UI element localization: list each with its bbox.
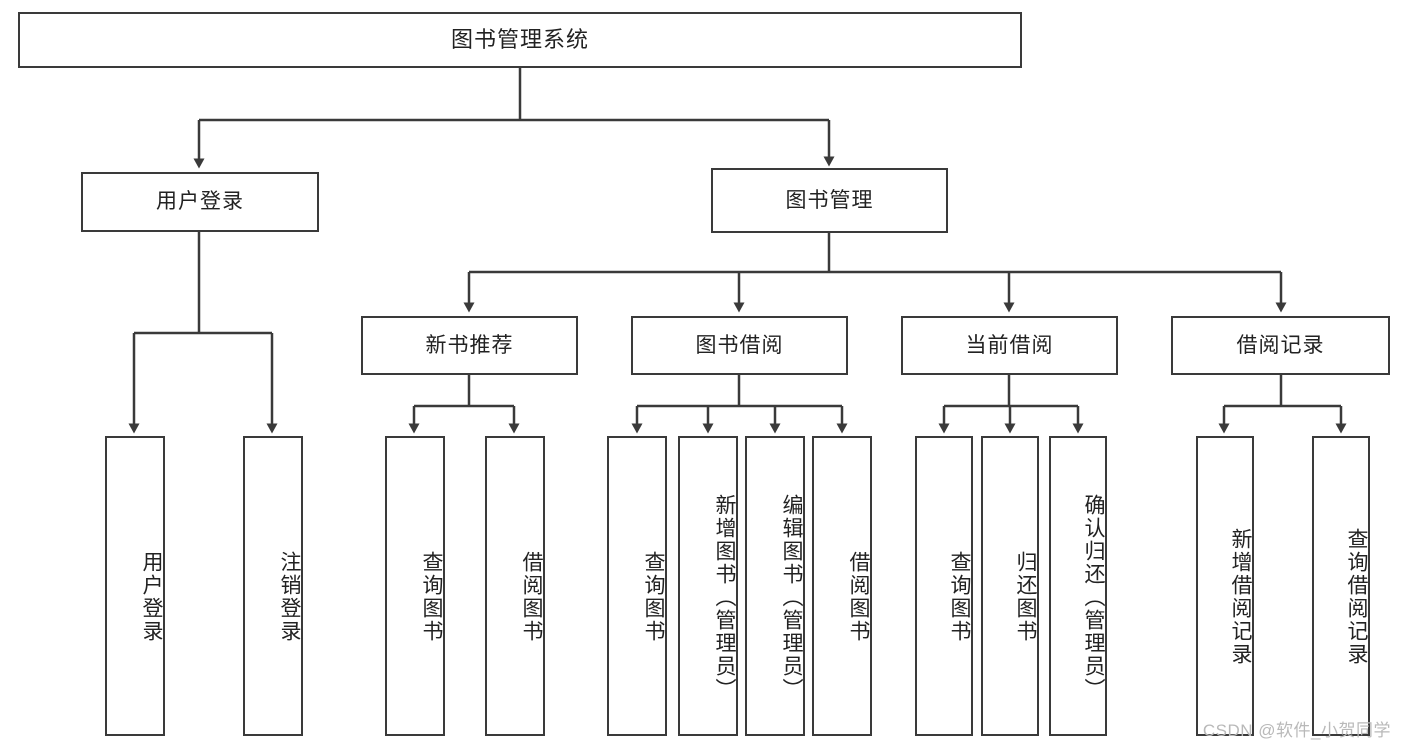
node-label: 借阅记录 xyxy=(1236,333,1325,357)
node-book-management[interactable]: 图书管理 xyxy=(711,168,948,233)
node-label: 查询借阅记录 xyxy=(1345,528,1368,666)
node-new-book-recommend[interactable]: 新书推荐 xyxy=(361,316,578,375)
node-leaf-confirm-return-admin[interactable]: 确认归还（管理员） xyxy=(1049,436,1107,736)
node-label: 借阅图书 xyxy=(520,551,543,643)
node-leaf-user-login[interactable]: 用户登录 xyxy=(105,436,165,736)
node-book-borrow[interactable]: 图书借阅 xyxy=(631,316,848,375)
node-label: 新增图书（管理员） xyxy=(713,493,736,701)
node-label: 用户登录 xyxy=(156,190,244,214)
node-label: 图书管理 xyxy=(785,188,874,212)
node-leaf-query-book-current[interactable]: 查询图书 xyxy=(915,436,973,736)
node-leaf-borrow-book[interactable]: 借阅图书 xyxy=(812,436,872,736)
node-label: 归还图书 xyxy=(1014,551,1037,643)
node-leaf-add-book-admin[interactable]: 新增图书（管理员） xyxy=(678,436,738,736)
node-leaf-edit-book-admin[interactable]: 编辑图书（管理员） xyxy=(745,436,805,736)
node-leaf-logout[interactable]: 注销登录 xyxy=(243,436,303,736)
node-leaf-query-borrow-record[interactable]: 查询借阅记录 xyxy=(1312,436,1370,736)
csdn-watermark: CSDN @软件_小贺同学 xyxy=(1202,721,1391,740)
node-user-login[interactable]: 用户登录 xyxy=(81,172,319,232)
node-leaf-borrow-book-recommend[interactable]: 借阅图书 xyxy=(485,436,545,736)
node-label: 图书借阅 xyxy=(695,333,784,357)
node-label: 用户登录 xyxy=(140,551,163,643)
node-label: 图书管理系统 xyxy=(450,26,589,52)
node-current-borrow[interactable]: 当前借阅 xyxy=(901,316,1118,375)
node-label: 查询图书 xyxy=(420,551,443,643)
node-label: 注销登录 xyxy=(278,551,301,643)
node-leaf-query-book-recommend[interactable]: 查询图书 xyxy=(385,436,445,736)
node-label: 新书推荐 xyxy=(425,333,514,357)
node-label: 查询图书 xyxy=(948,551,971,643)
node-label: 确认归还（管理员） xyxy=(1082,493,1105,701)
node-leaf-return-book[interactable]: 归还图书 xyxy=(981,436,1039,736)
node-label: 当前借阅 xyxy=(965,333,1054,357)
node-label: 查询图书 xyxy=(642,551,665,643)
node-label: 新增借阅记录 xyxy=(1229,528,1252,666)
node-borrow-record[interactable]: 借阅记录 xyxy=(1171,316,1390,375)
node-root-book-management-system[interactable]: 图书管理系统 xyxy=(18,12,1022,68)
node-leaf-add-borrow-record[interactable]: 新增借阅记录 xyxy=(1196,436,1254,736)
node-leaf-query-book-borrow[interactable]: 查询图书 xyxy=(607,436,667,736)
node-label: 借阅图书 xyxy=(847,551,870,643)
node-label: 编辑图书（管理员） xyxy=(780,493,803,701)
